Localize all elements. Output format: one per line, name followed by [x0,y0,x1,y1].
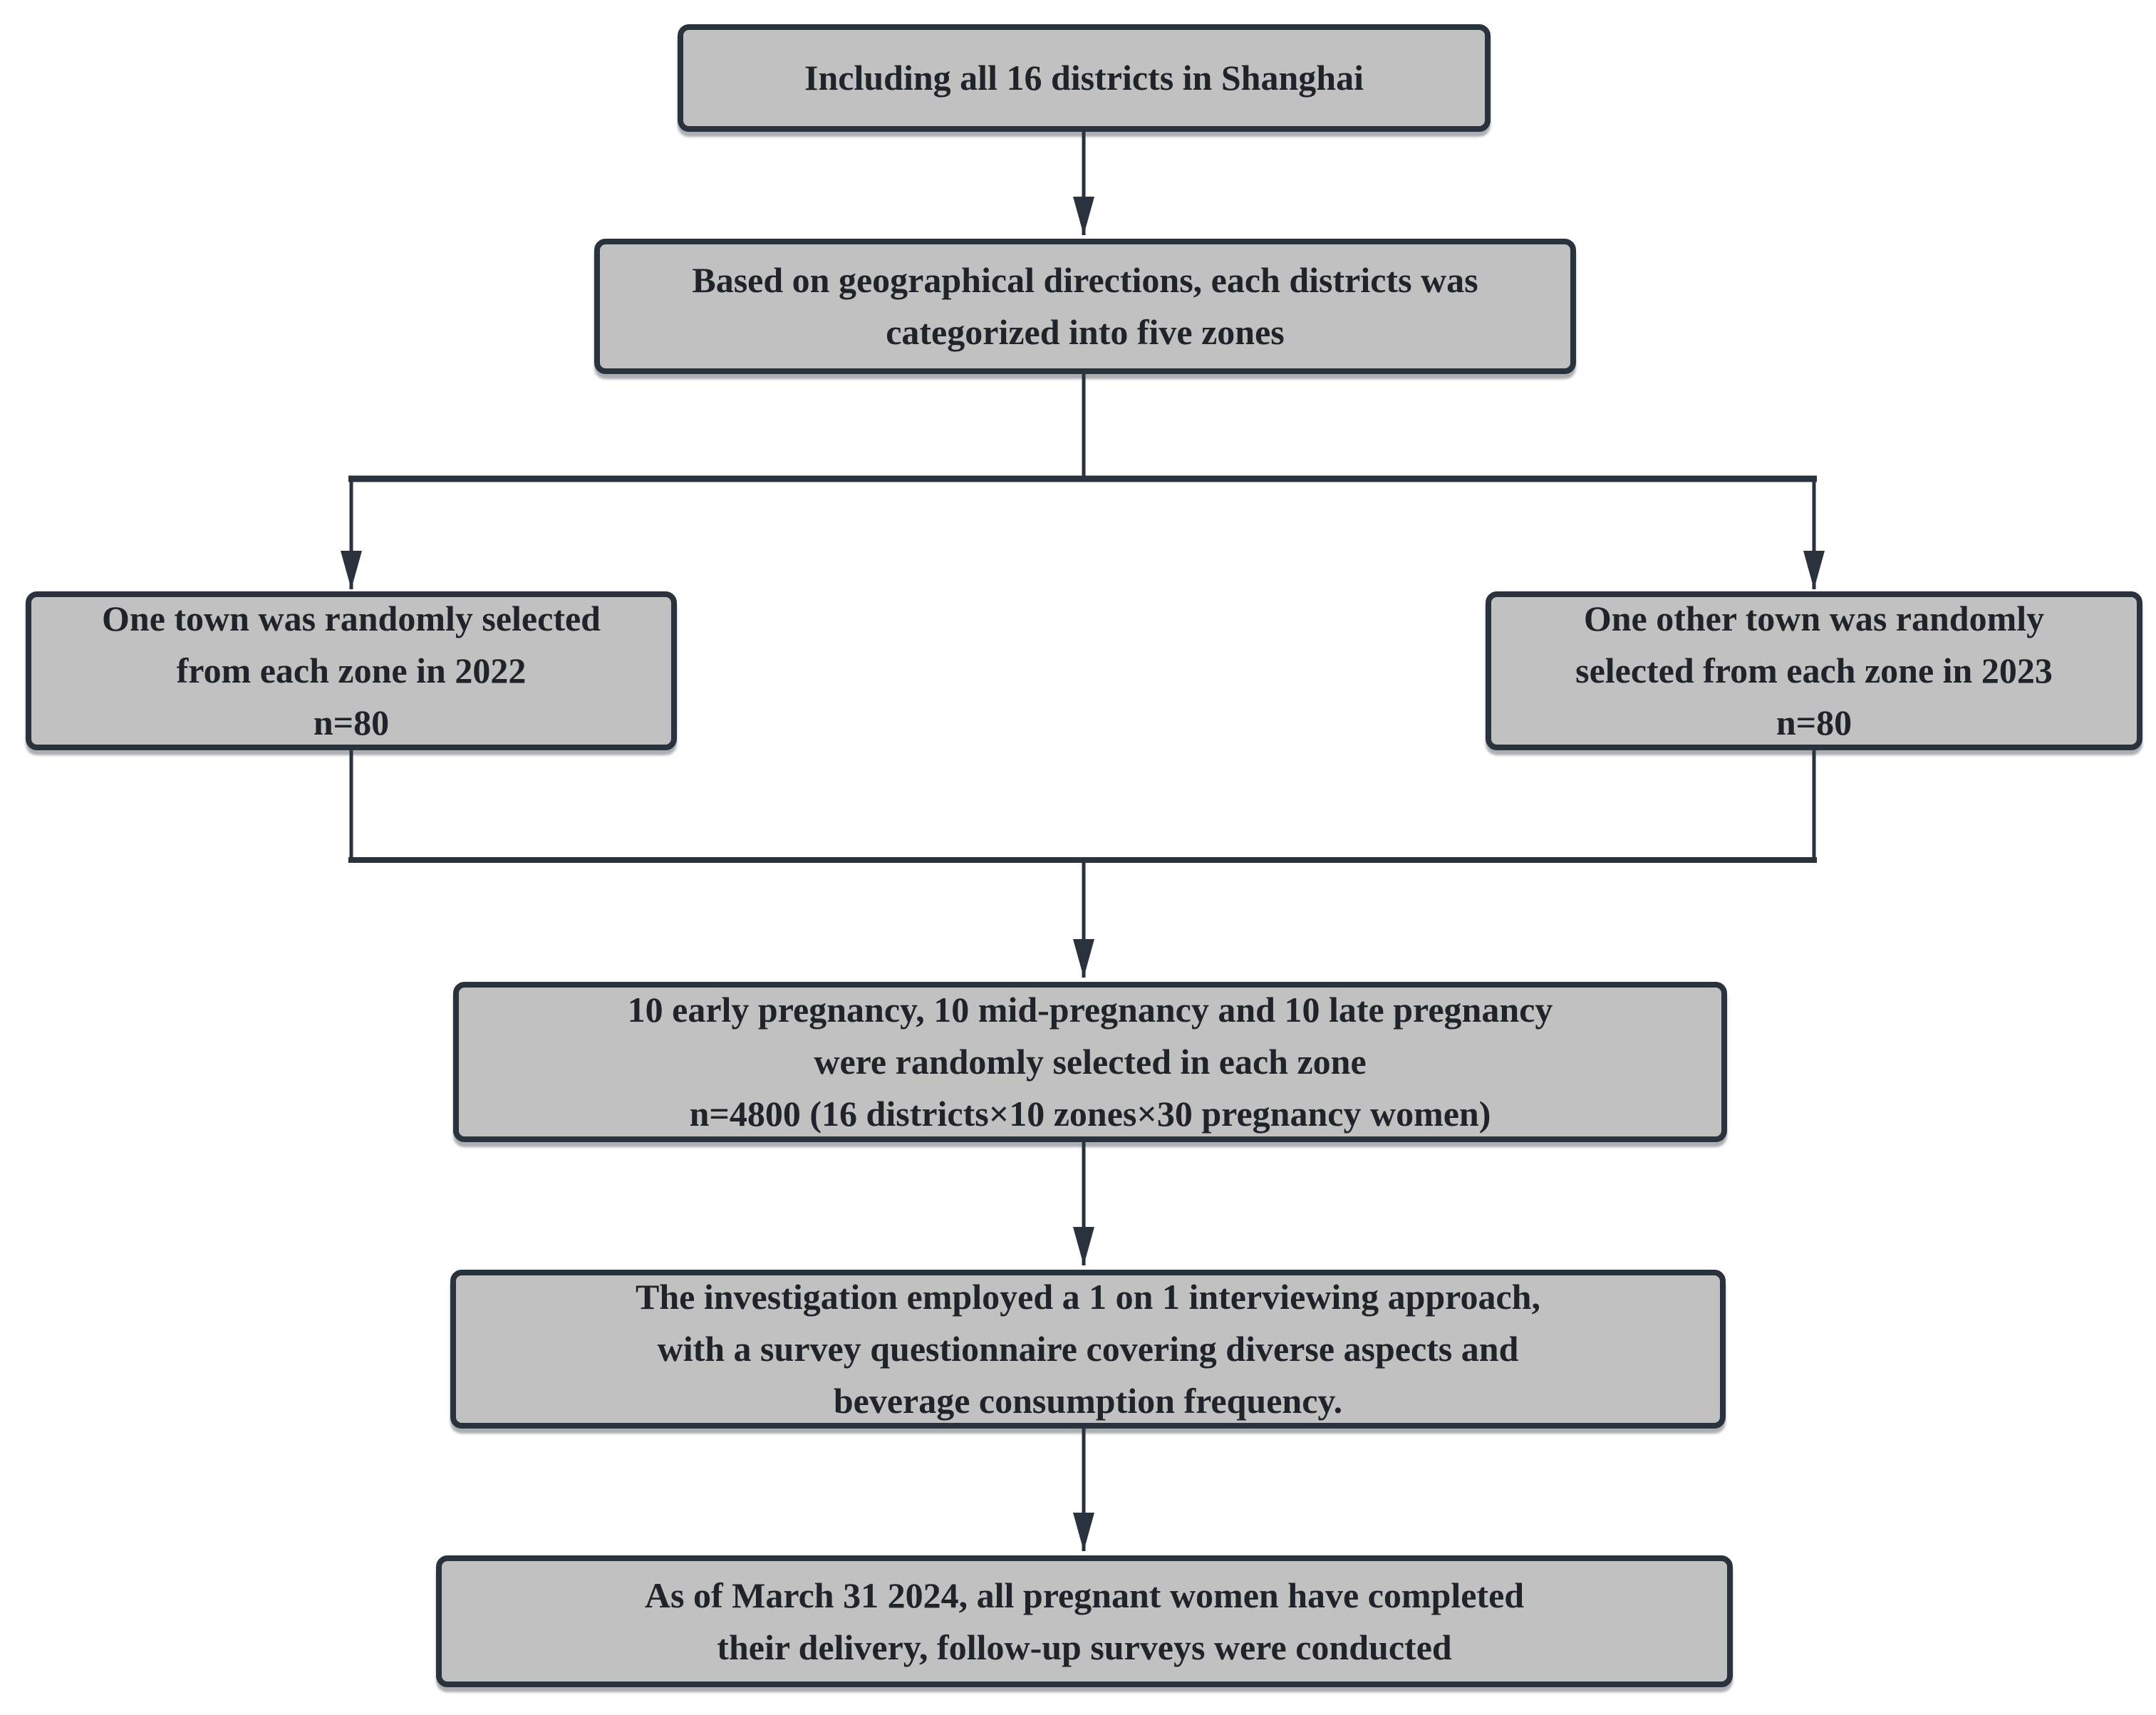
flow-node-sampling: 10 early pregnancy, 10 mid-pregnancy and… [453,982,1727,1142]
flow-node-districts: Including all 16 districts in Shanghai [678,24,1491,132]
flow-node-follow-up: As of March 31 2024, all pregnant women … [436,1555,1733,1687]
flow-node-town-2022: One town was randomly selected from each… [26,591,677,750]
flow-node-town-2023: One other town was randomly selected fro… [1486,591,2142,750]
flow-node-interview: The investigation employed a 1 on 1 inte… [450,1270,1726,1429]
flow-node-zones: Based on geographical directions, each d… [594,239,1576,374]
